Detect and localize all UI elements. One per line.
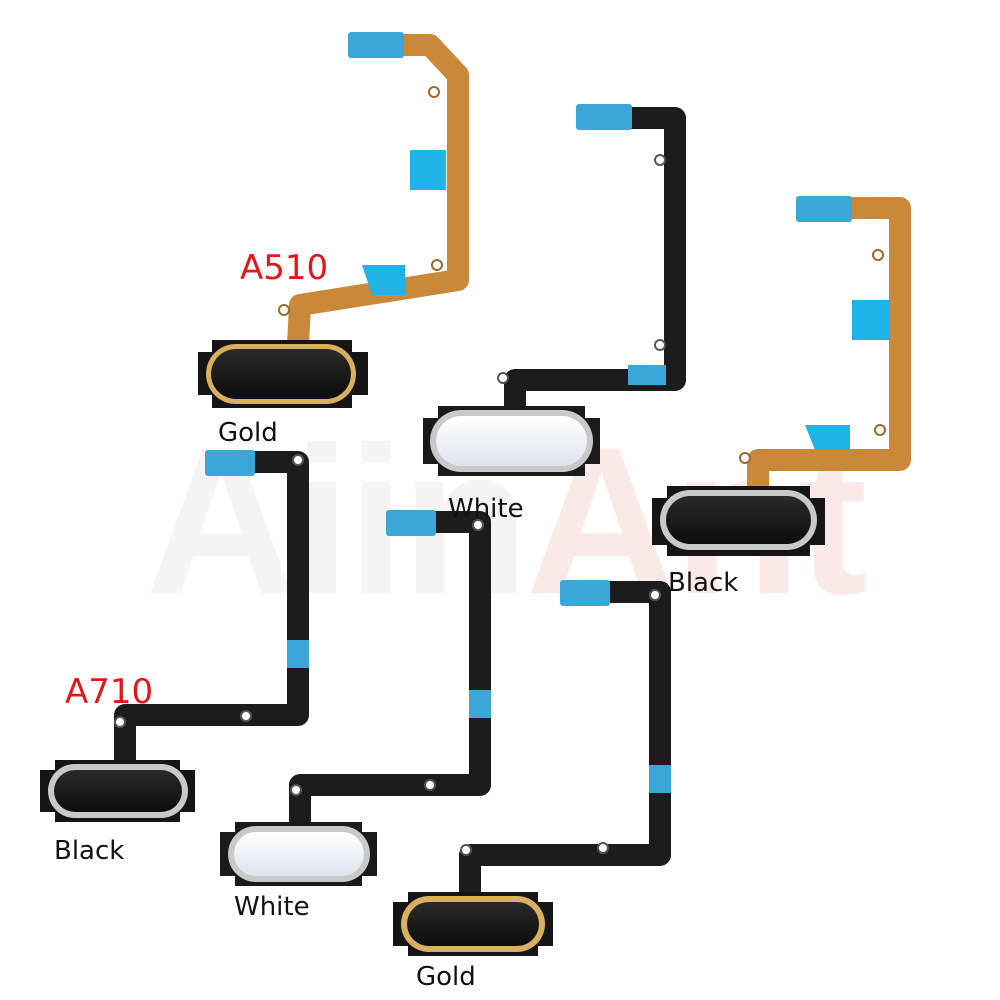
connector-icon bbox=[560, 580, 610, 606]
color-label-a510-gold: Gold bbox=[218, 418, 278, 448]
a710-gold-flex-cable bbox=[459, 580, 671, 898]
a510-gold-flex-cable bbox=[278, 32, 469, 346]
connector-icon bbox=[796, 196, 852, 222]
a710-black-flex-cable bbox=[114, 450, 309, 768]
color-label-a510-black: Black bbox=[668, 568, 739, 598]
connector-icon bbox=[576, 104, 632, 130]
a510-white-home-button bbox=[423, 406, 600, 476]
model-label-a510: A510 bbox=[240, 248, 329, 288]
a510-white-flex-cable bbox=[497, 104, 686, 418]
model-label-a710: A710 bbox=[65, 672, 154, 712]
connector-icon bbox=[386, 510, 436, 536]
a510-gold-home-button bbox=[198, 340, 368, 408]
color-label-a510-white: White bbox=[448, 494, 524, 524]
a710-white-flex-cable bbox=[289, 510, 491, 828]
a710-black-home-button bbox=[40, 760, 195, 822]
a710-gold-home-button bbox=[393, 892, 553, 956]
a710-white-home-button bbox=[220, 822, 377, 886]
connector-icon bbox=[348, 32, 404, 58]
color-label-a710-black: Black bbox=[54, 836, 125, 866]
connector-icon bbox=[205, 450, 255, 476]
a510-black-flex-cable bbox=[739, 196, 911, 490]
color-label-a710-white: White bbox=[234, 892, 310, 922]
color-label-a710-gold: Gold bbox=[416, 962, 476, 992]
a510-black-home-button bbox=[652, 486, 825, 556]
